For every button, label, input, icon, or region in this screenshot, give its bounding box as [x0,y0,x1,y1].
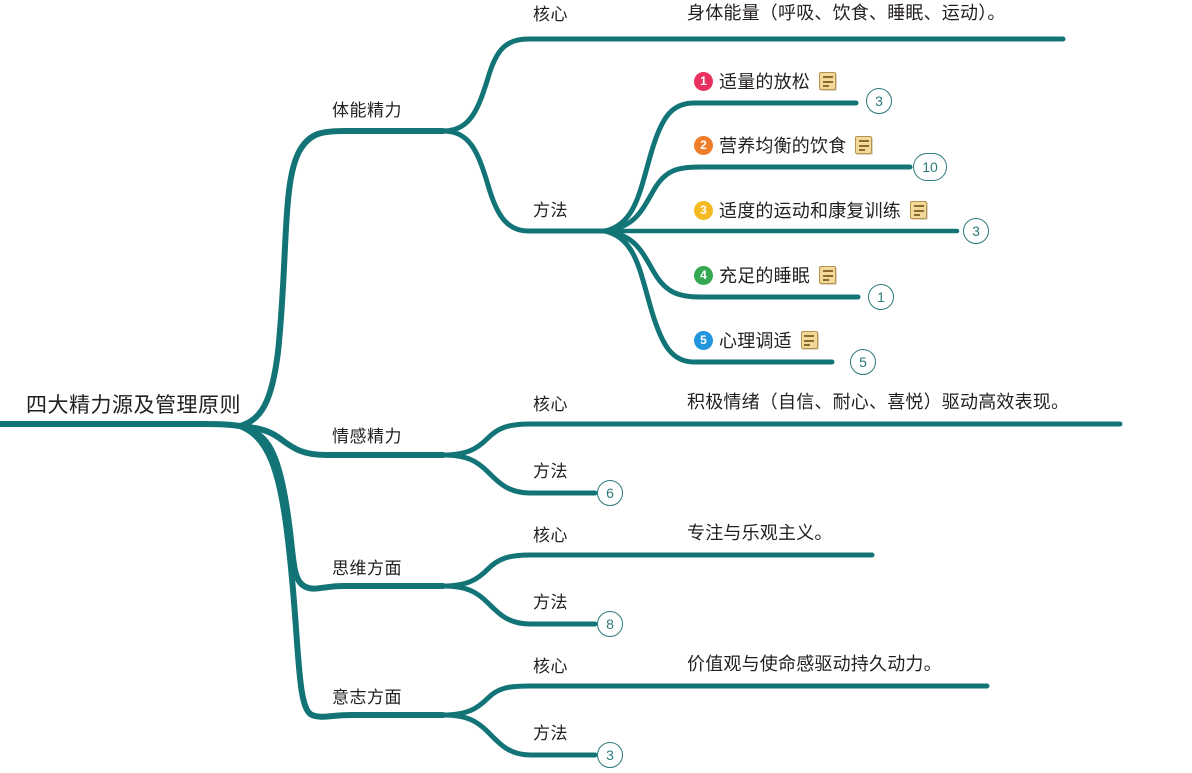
core-text-spiritual[interactable]: 价值观与使命感驱动持久动力。 [687,654,942,674]
child-count-badge[interactable]: 3 [597,742,623,768]
sublabel-emotional-core[interactable]: 核心 [533,395,568,414]
item-label: 适度的运动和康复训练 [719,201,901,221]
list-item[interactable]: 1 适量的放松 [694,68,836,94]
note-icon[interactable] [855,136,873,154]
core-text-physical[interactable]: 身体能量（呼吸、饮食、睡眠、运动）。 [687,3,1006,23]
item-number-badge: 4 [694,265,713,285]
item-number-badge: 2 [694,135,713,155]
item-label: 营养均衡的饮食 [719,136,847,156]
core-text-emotional[interactable]: 积极情绪（自信、耐心、喜悦）驱动高效表现。 [687,392,1070,412]
child-count-badge[interactable]: 3 [963,218,989,244]
sublabel-mental-core[interactable]: 核心 [533,526,568,545]
sublabel-physical-method[interactable]: 方法 [533,201,568,220]
branch-label-mental[interactable]: 思维方面 [332,559,402,578]
sublabel-mental-method[interactable]: 方法 [533,593,568,612]
item-number-badge: 5 [694,330,713,350]
list-item[interactable]: 3 适度的运动和康复训练 [694,197,927,223]
item-number-badge: 3 [694,200,713,220]
sublabel-spiritual-core[interactable]: 核心 [533,657,568,676]
sublabel-physical-core[interactable]: 核心 [533,5,568,24]
child-count-badge[interactable]: 3 [866,88,892,114]
note-icon[interactable] [819,72,836,90]
list-item[interactable]: 5 心理调适 [694,327,818,353]
list-item[interactable]: 4 充足的睡眠 [694,262,836,288]
child-count-badge[interactable]: 10 [913,153,947,181]
root-node-label[interactable]: 四大精力源及管理原则 [26,394,241,417]
branch-label-emotional[interactable]: 情感精力 [332,427,402,446]
child-count-badge[interactable]: 8 [597,611,623,637]
list-item[interactable]: 2 营养均衡的饮食 [694,132,873,158]
branch-label-physical[interactable]: 体能精力 [332,101,402,120]
sublabel-spiritual-method[interactable]: 方法 [533,724,568,743]
item-label: 充足的睡眠 [719,266,810,286]
child-count-badge[interactable]: 6 [597,480,623,506]
item-number-badge: 1 [694,71,713,91]
note-icon[interactable] [819,266,836,284]
branch-label-spiritual[interactable]: 意志方面 [332,688,402,707]
sublabel-emotional-method[interactable]: 方法 [533,462,568,481]
item-label: 适量的放松 [719,72,810,92]
child-count-badge[interactable]: 5 [850,349,876,375]
core-text-mental[interactable]: 专注与乐观主义。 [687,523,833,543]
item-label: 心理调适 [719,331,792,351]
note-icon[interactable] [910,201,927,219]
note-icon[interactable] [800,331,818,349]
child-count-badge[interactable]: 1 [868,284,894,310]
